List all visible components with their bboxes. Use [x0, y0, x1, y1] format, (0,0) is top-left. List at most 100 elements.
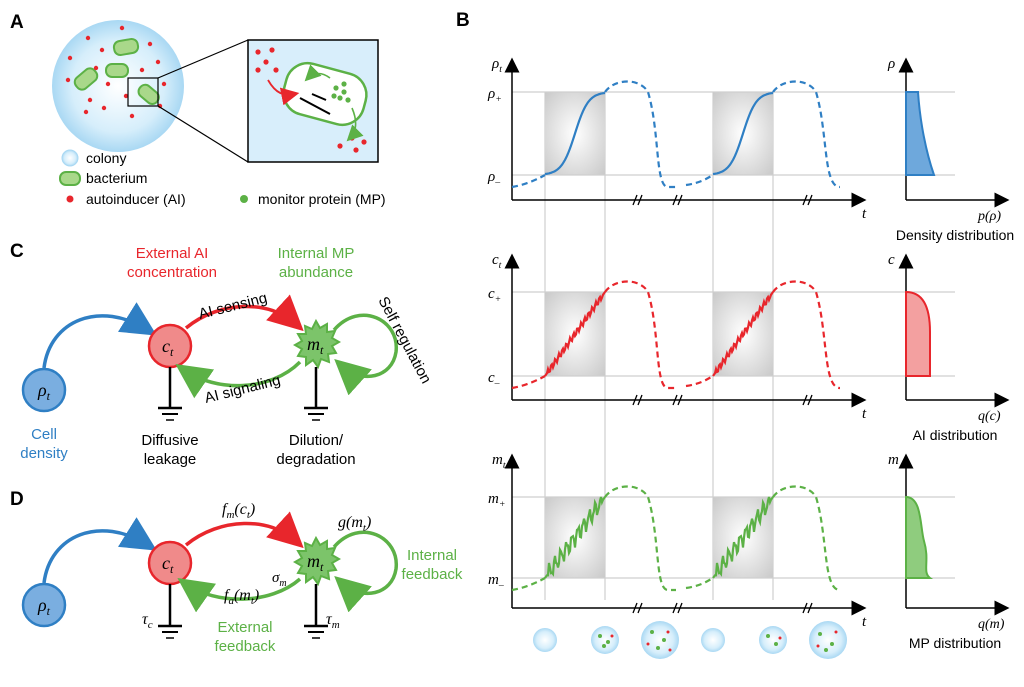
c-label: ct — [162, 336, 174, 359]
minus-level-label: c– — [488, 370, 500, 389]
panel-d-diagram: ρt ct τc fm(ct) mt σm τm fa(mt) External… — [21, 501, 463, 655]
svg-text:mt: mt — [307, 551, 324, 574]
colony-legend-swatch — [61, 149, 79, 167]
internal-feedback-2: feedback — [402, 566, 463, 583]
int-mp-title-2: abundance — [279, 264, 353, 281]
bacterium-shape — [112, 37, 140, 57]
dashed-decay-curve — [772, 80, 841, 189]
solid-transition-curve — [544, 496, 606, 579]
solid-transition-curve — [544, 291, 606, 377]
m-label: mt — [307, 334, 324, 357]
dist-title: Density distribution — [896, 227, 1014, 243]
fm-label: fm(ct) — [222, 501, 255, 521]
m-node — [292, 318, 342, 370]
svg-text:ct: ct — [162, 553, 174, 576]
distribution-shape — [905, 290, 931, 377]
x-axis-label: t — [862, 206, 867, 222]
panel-label-b: B — [456, 10, 470, 31]
plus-level-label: m+ — [488, 491, 505, 510]
self-regulation-arrow — [332, 313, 398, 396]
colony-icon-large — [809, 621, 847, 659]
solid-transition-curve — [712, 91, 774, 176]
ext-ai-title-2: concentration — [127, 264, 217, 281]
legend-bacterium: bacterium — [86, 170, 147, 186]
dashed-decay-curve — [604, 80, 676, 189]
bacterium-shape — [137, 83, 160, 105]
timecourse-rows: ρtρ+ρ–tρp(ρ)Density distributionctc+c–tc… — [487, 56, 1014, 651]
rho-node — [21, 367, 67, 413]
dist-x-label: q(m) — [978, 617, 1005, 632]
rho-label: ρt — [37, 380, 51, 403]
solid-transition-curve — [712, 291, 774, 377]
timecourse-row-3: mtm+m–tmq(m)MP distribution — [488, 452, 1010, 651]
solid-transition-curve — [544, 91, 606, 176]
external-feedback-2: feedback — [215, 638, 276, 655]
fa-arrow — [177, 577, 302, 613]
ai-sensing-label: AI sensing — [197, 289, 269, 322]
bacterium-enlarged — [282, 61, 368, 127]
timecourse-row-1: ρt ρ+ ρ– t ρ p(ρ) Density distribution — [487, 56, 1014, 243]
dashed-decay-curve — [772, 280, 841, 390]
plus-level-label: ρ+ — [487, 86, 502, 105]
g-arrow — [332, 530, 398, 613]
fa-label: fa(mt) — [224, 587, 259, 607]
sigma-label: σm — [272, 570, 287, 589]
minus-level-label: m– — [488, 572, 504, 591]
y-axis-label: ct — [492, 252, 502, 271]
y-axis-label: mt — [492, 452, 506, 471]
colony-icon-medium — [591, 626, 619, 654]
bacterium-shape — [73, 67, 99, 91]
autoinducer-legend-swatch — [66, 195, 74, 203]
ai-signaling-arrow — [175, 360, 302, 399]
int-mp-title-1: Internal MP — [278, 245, 355, 262]
dist-y-label: ρ — [887, 56, 895, 72]
y-axis-label: ρt — [491, 56, 502, 75]
internal-feedback-1: Internal — [407, 547, 457, 564]
legend-monitor: monitor protein (MP) — [258, 191, 386, 207]
distribution-shape — [905, 91, 936, 176]
distribution-shape — [905, 495, 933, 579]
legend-colony: colony — [86, 150, 126, 166]
dist-title: AI distribution — [913, 427, 998, 443]
diffusive-1: Diffusive — [141, 432, 198, 449]
x-axis-label: t — [862, 406, 867, 422]
panel-label-a: A — [10, 12, 24, 33]
zoom-box — [127, 77, 159, 107]
colony-illustration — [52, 20, 379, 163]
colony-icons — [533, 621, 847, 659]
dashed-decay-curve — [604, 485, 676, 592]
panel-label-c: C — [10, 241, 24, 262]
tau-c-label: τc — [142, 611, 153, 631]
dashed-decay-curve — [772, 485, 841, 592]
colony-icon-medium — [759, 626, 787, 654]
monitor-legend-swatch — [240, 195, 248, 203]
ext-ai-title-1: External AI — [136, 245, 209, 262]
panel-label-d: D — [10, 489, 24, 510]
ai-sensing-arrow — [184, 294, 304, 332]
dist-y-label: c — [888, 252, 895, 268]
m-node-d — [292, 535, 342, 587]
colony-icon-large — [641, 621, 679, 659]
cell-density-2: density — [20, 445, 68, 462]
timecourse-row-2: ctc+c–tcq(c)AI distribution — [488, 252, 1010, 443]
minus-level-label: ρ– — [487, 169, 500, 188]
colony-icon-small — [533, 628, 557, 652]
dist-x-label: p(ρ) — [977, 209, 1001, 224]
dashed-decay-curve — [604, 280, 676, 390]
svg-text:ρt: ρt — [37, 595, 51, 618]
bacterium-legend-swatch — [59, 171, 81, 186]
rho-node-d — [21, 582, 67, 628]
solid-transition-curve — [712, 496, 774, 579]
ai-signaling-label: AI signaling — [203, 372, 282, 407]
legend-autoinducer: autoinducer (AI) — [86, 191, 186, 207]
tau-m-label: τm — [326, 611, 340, 631]
legend: colony bacterium autoinducer (AI) monito… — [59, 149, 386, 207]
autoinducer-dots — [65, 25, 167, 119]
cell-density-1: Cell — [31, 426, 57, 443]
external-feedback-1: External — [217, 619, 272, 636]
dilution-1: Dilution/ — [289, 432, 344, 449]
rho-to-c-arrow — [42, 302, 157, 369]
fm-arrow — [184, 511, 304, 549]
colony-icon-small — [701, 628, 725, 652]
